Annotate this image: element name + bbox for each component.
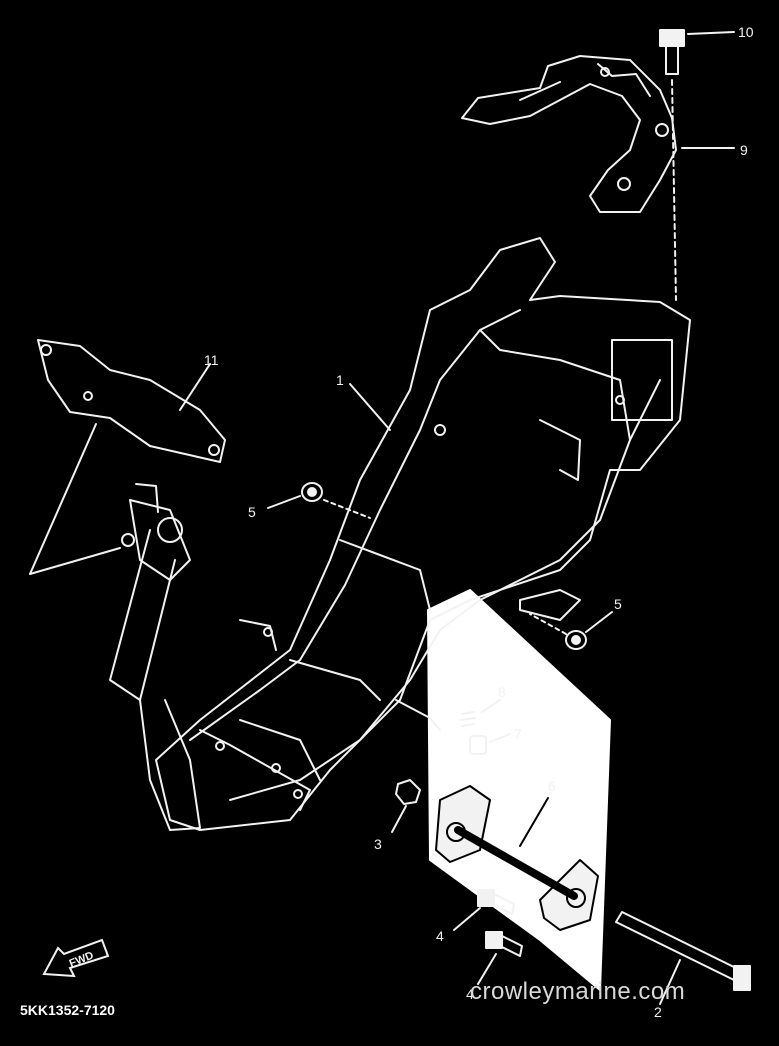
nut-3 — [391, 779, 421, 833]
bracket-11 — [29, 339, 226, 575]
callout-8: 8 — [498, 684, 506, 700]
callout-4-lower: 4 — [466, 986, 474, 1002]
grab-bar — [461, 55, 677, 213]
callout-5-lower: 5 — [614, 596, 622, 612]
spring-8 — [460, 699, 501, 727]
callout-5-upper: 5 — [248, 504, 256, 520]
watermark: crowleymarine.com — [470, 978, 686, 1005]
callout-2: 2 — [654, 1004, 662, 1020]
callout-11: 11 — [204, 352, 219, 368]
callout-7: 7 — [514, 726, 522, 742]
bolt-4-lower — [477, 931, 523, 985]
part-code: 5KK1352-7120 — [20, 1002, 115, 1018]
bolt-10 — [659, 29, 685, 301]
callout-3: 3 — [374, 836, 382, 852]
bolt-2 — [615, 911, 751, 1005]
callout-1: 1 — [336, 372, 344, 388]
main-frame — [109, 237, 691, 831]
fwd-label: FWD — [68, 950, 96, 971]
forward-arrow-icon: FWD — [42, 938, 110, 978]
collar-5-lower — [529, 613, 587, 650]
bolt-4-upper — [453, 889, 515, 931]
callout-9: 9 — [740, 142, 748, 158]
callout-6: 6 — [548, 778, 556, 794]
callout-4-upper: 4 — [436, 928, 444, 944]
collar-7 — [469, 733, 511, 755]
collar-5-upper — [301, 482, 371, 519]
callout-10: 10 — [738, 24, 754, 40]
engine-mount-6 — [435, 785, 599, 931]
